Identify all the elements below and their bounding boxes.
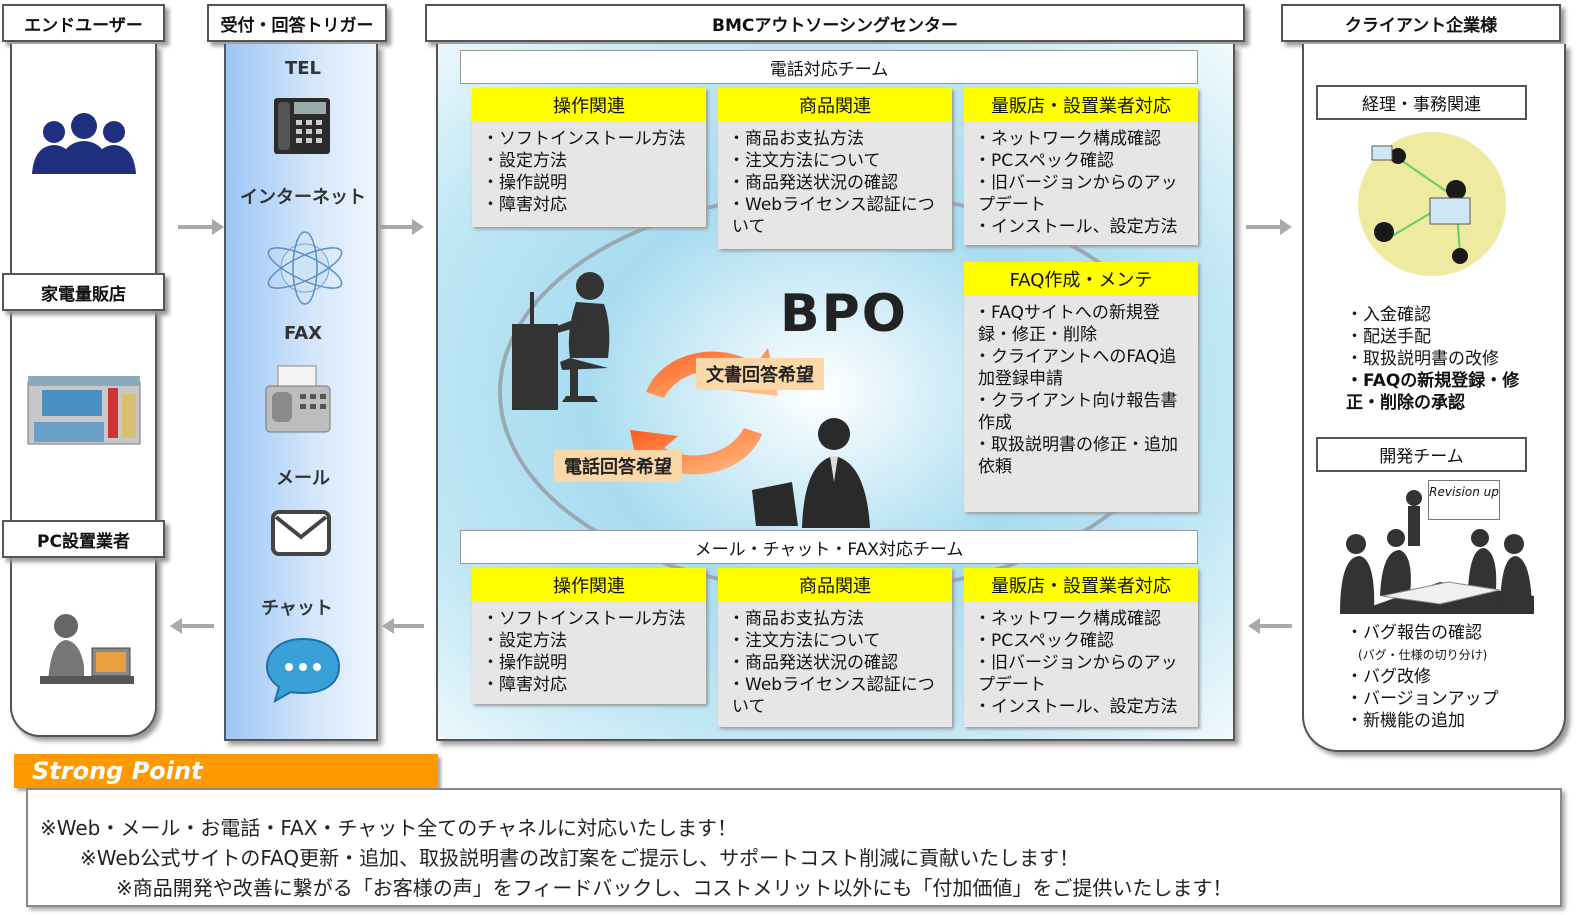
accounting-item: 配送手配 [1346,326,1546,348]
panel-item: ソフトインストール方法 [486,128,698,150]
phone-team-bar: 電話対応チーム [460,50,1198,84]
strong-point-line-2: ※Web公式サイトのFAQ更新・追加、取扱説明書の改訂案をご提示し、サポートコス… [80,846,1080,870]
accounting-item: 入金確認 [1346,304,1546,326]
panel-item: 商品お支払方法 [732,128,944,150]
panel-title: 操作関連 [472,88,706,122]
trigger-column [224,44,378,741]
header-client: クライアント企業様 [1281,4,1561,42]
panel-item: 商品発送状況の確認 [732,652,944,674]
dev-sub-note: (バグ・仕様の切り分け) [1358,648,1488,662]
panel-item: 操作説明 [486,652,698,674]
panel-item: 設定方法 [486,150,698,172]
revision-note: Revision up [1428,480,1500,520]
panel-item: 操作説明 [486,172,698,194]
dev-item: 新機能の追加 [1346,710,1556,732]
strong-point-line-1: ※Web・メール・お電話・FAX・チャット全てのチャネルに対応いたします！ [40,816,738,840]
panel-top-operation: 操作関連 ソフトインストール方法設定方法操作説明障害対応 [472,88,706,227]
panel-title: 量販店・設置業者対応 [964,88,1198,122]
panel-item: PCスペック確認 [978,630,1190,652]
panel-item: ネットワーク構成確認 [978,608,1190,630]
panel-item: 障害対応 [486,194,698,216]
client-accounting-title: 経理・事務関連 [1316,85,1527,120]
arrow-right-3 [1246,219,1292,235]
channel-internet-label: インターネット [240,187,366,208]
arrow-right-2 [380,219,424,235]
network-people-icon [1358,132,1506,276]
panel-item: クライアントへのFAQ追加登録申請 [978,346,1190,390]
mail-team-bar: メール・チャット・FAX対応チーム [460,530,1198,564]
channel-fax-label: FAX [283,323,323,344]
bpo-label: BPO [780,284,908,344]
panel-item: ソフトインストール方法 [486,608,698,630]
dev-item: バグ報告の確認 [1346,622,1556,644]
panel-top-store: 量販店・設置業者対応 ネットワーク構成確認PCスペック確認旧バージョンからのアッ… [964,88,1198,245]
written-reply-tag: 文書回答希望 [696,358,824,390]
fax-machine-icon [265,365,331,433]
meeting-icon [1340,490,1534,614]
panel-item: インストール、設定方法 [978,696,1190,718]
panel-item: 設定方法 [486,630,698,652]
panel-item: Webライセンス認証について [732,674,944,718]
dev-item: バージョンアップ [1346,688,1556,710]
panel-item: PCスペック確認 [978,150,1190,172]
strong-point-box [26,788,1562,907]
channel-chat-label: チャット [261,598,333,619]
panel-title: 量販店・設置業者対応 [964,568,1198,602]
businessman-laptop-icon [752,418,870,528]
accounting-item: 取扱説明書の改修 [1346,348,1546,370]
header-trigger: 受付・回答トリガー [207,4,387,42]
arrow-left-3 [1248,618,1292,634]
envelope-icon [271,510,331,556]
operator-headset-icon [512,272,610,410]
users-icon [32,113,136,174]
panel-item: 注文方法について [732,630,944,652]
phone-reply-tag: 電話回答希望 [554,450,682,482]
panel-title: 商品関連 [718,568,952,602]
channel-tel-label: TEL [284,58,322,79]
panel-bottom-store: 量販店・設置業者対応 ネットワーク構成確認PCスペック確認旧バージョンからのアッ… [964,568,1198,727]
operator-at-pc-icon [40,614,134,684]
panel-item: FAQサイトへの新規登録・修正・削除 [978,302,1190,346]
panel-item: Webライセンス認証について [732,194,944,238]
panel-item: 取扱説明書の修正・追加依頼 [978,434,1190,478]
panel-item: クライアント向け報告書作成 [978,390,1190,434]
label-electronics-store: 家電量販店 [2,273,165,311]
arrow-right-1 [178,219,224,235]
accounting-list: 入金確認 配送手配 取扱説明書の改修 FAQの新規登録・修正・削除の承認 [1346,304,1546,414]
channel-mail-label: メール [276,468,330,489]
accounting-item: FAQの新規登録・修正・削除の承認 [1346,370,1546,414]
globe-icon [267,231,343,305]
panel-item: 旧バージョンからのアップデート [978,172,1190,216]
strong-point-line-3: ※商品開発や改善に繋がる「お客様の声」をフィードバックし、コストメリット以外にも… [116,876,1233,900]
client-dev-title: 開発チーム [1316,437,1527,472]
arrow-left-2 [382,618,424,634]
store-icon [27,376,141,445]
panel-item: 商品お支払方法 [732,608,944,630]
panel-item: インストール、設定方法 [978,216,1190,238]
label-pc-installer: PC設置業者 [2,520,165,558]
header-end-user: エンドユーザー [2,4,165,42]
dev-item: バグ改修 [1346,666,1556,688]
panel-title: 商品関連 [718,88,952,122]
panel-bottom-operation: 操作関連 ソフトインストール方法設定方法操作説明障害対応 [472,568,706,704]
telephone-icon [274,98,330,154]
panel-item: 注文方法について [732,150,944,172]
header-center: BMCアウトソーシングセンター [425,4,1245,42]
strong-point-title: Strong Point [14,754,438,788]
dev-list: バグ報告の確認 (バグ・仕様の切り分け) バグ改修 バージョンアップ 新機能の追… [1346,622,1556,732]
panel-top-product: 商品関連 商品お支払方法注文方法について商品発送状況の確認Webライセンス認証に… [718,88,952,249]
panel-title: 操作関連 [472,568,706,602]
arrow-left-1 [170,618,214,634]
panel-faq: FAQ作成・メンテ FAQサイトへの新規登録・修正・削除クライアントへのFAQ追… [964,262,1198,512]
panel-title: FAQ作成・メンテ [964,262,1198,296]
panel-item: 障害対応 [486,674,698,696]
panel-item: 旧バージョンからのアップデート [978,652,1190,696]
chat-bubble-icon [265,637,341,703]
panel-item: 商品発送状況の確認 [732,172,944,194]
panel-item: ネットワーク構成確認 [978,128,1190,150]
panel-bottom-product: 商品関連 商品お支払方法注文方法について商品発送状況の確認Webライセンス認証に… [718,568,952,727]
